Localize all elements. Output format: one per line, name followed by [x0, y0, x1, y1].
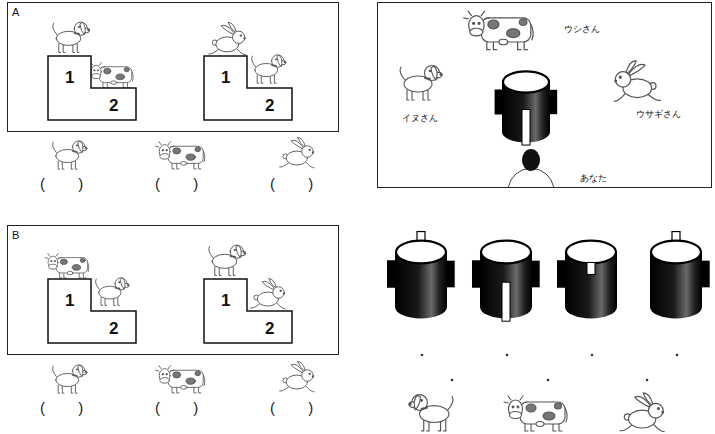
step-number: 2	[265, 97, 274, 114]
cylinder-figure	[387, 232, 455, 319]
task-panel: 1212A	[7, 2, 339, 132]
stair-block: 12	[48, 56, 136, 120]
stair-outline	[48, 56, 136, 120]
rabbit-figure	[280, 138, 314, 168]
rabbit-figure	[209, 22, 246, 55]
dog-figure	[53, 22, 90, 52]
cow-figure	[45, 253, 89, 278]
animal-name: ウサギさん	[636, 110, 681, 119]
cylinder-figure	[650, 232, 710, 319]
answer-blank: ( )	[40, 176, 83, 191]
rabbit-figure	[251, 279, 285, 309]
cow-figure	[156, 142, 205, 169]
stair-block: 12	[204, 56, 292, 120]
dog-figure	[95, 278, 129, 306]
dog-figure	[209, 245, 246, 275]
viewer-label: あなた	[580, 174, 607, 183]
step-number: 1	[65, 292, 74, 309]
dog-figure	[252, 55, 286, 83]
cow-figure	[88, 62, 133, 87]
stair-outline	[48, 279, 136, 343]
animal-name: イヌさん	[402, 114, 438, 123]
cow-figure	[504, 396, 567, 431]
panel-letter: A	[12, 7, 19, 18]
answer-blank: ( )	[270, 400, 313, 415]
answer-blank: ( )	[155, 400, 198, 415]
step-number: 2	[109, 320, 118, 337]
cylinder-figure	[495, 71, 558, 145]
rabbit-figure	[620, 393, 664, 432]
rabbit-figure	[280, 362, 314, 392]
stair-block: 12	[204, 279, 292, 343]
step-number: 1	[221, 69, 230, 86]
stair-outline	[204, 279, 292, 343]
step-number: 1	[65, 69, 74, 86]
dog-figure	[53, 365, 87, 393]
scene-panel: ウシさんイヌさん ウサギさんあなた	[377, 2, 712, 188]
dog-figure	[53, 141, 87, 169]
answer-blank: ( )	[40, 400, 83, 415]
panel-letter: B	[12, 230, 19, 241]
dog-figure	[400, 66, 442, 101]
answer-blank: ( )	[155, 176, 198, 191]
step-number: 2	[109, 97, 118, 114]
task-panel: 1212B	[7, 225, 339, 355]
stair-block: 12	[48, 279, 136, 343]
animal-name: ウシさん	[564, 25, 600, 34]
step-number: 1	[221, 292, 230, 309]
cow-figure	[464, 11, 533, 50]
person-figure	[508, 149, 554, 188]
stair-outline	[204, 56, 292, 120]
answer-dots	[421, 354, 679, 382]
step-number: 2	[265, 320, 274, 337]
cow-figure	[156, 366, 205, 393]
cylinder-figure	[557, 241, 617, 319]
cylinder-figure	[472, 241, 540, 322]
answer-blank: ( )	[270, 176, 313, 191]
dog-figure	[409, 395, 453, 431]
rabbit-figure	[614, 61, 660, 102]
